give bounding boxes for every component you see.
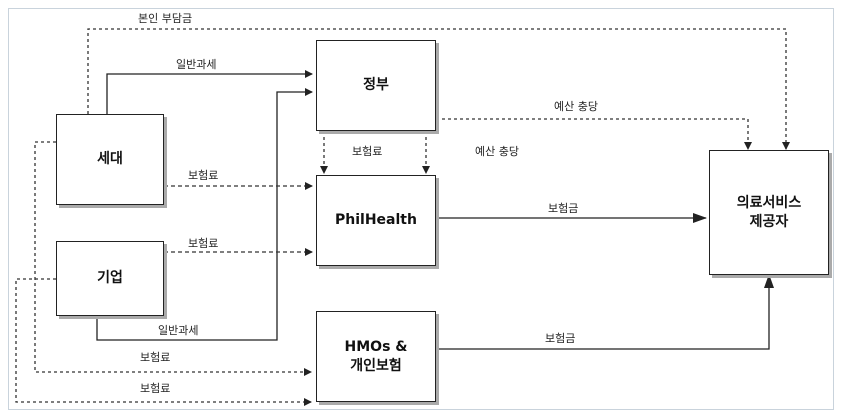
household-tax-label: 일반과세	[176, 58, 217, 71]
gov-premium-label: 보험료	[352, 145, 383, 158]
household-tax-arrow	[106, 70, 313, 114]
hmo-benefit-arrow	[436, 274, 774, 350]
hmo-benefit-label: 보험금	[545, 332, 576, 345]
budget-to-provider-arrow	[436, 118, 752, 150]
enterprise-to-hmo-label: 보험료	[140, 382, 171, 395]
budget-to-philhealth-label: 예산 충당	[475, 145, 519, 158]
enterprise-to-hmo-arrow	[15, 278, 312, 406]
household-to-hmo-label: 보험료	[140, 351, 171, 364]
philhealth-benefit-label: 보험금	[548, 202, 579, 215]
provider-node: 의료서비스 제공자	[709, 150, 829, 275]
budget-to-provider-label: 예산 충당	[554, 100, 598, 113]
enterprise-node: 기업	[56, 241, 164, 316]
household-premium-label: 보험료	[188, 169, 219, 182]
philhealth-node: PhilHealth	[316, 175, 436, 266]
hmos-node: HMOs & 개인보험	[316, 311, 436, 402]
enterprise-premium-label: 보험료	[188, 237, 219, 250]
household-node: 세대	[56, 114, 164, 205]
self-pay-arrow	[87, 28, 790, 150]
self-pay-label: 본인 부담금	[138, 12, 193, 25]
government-node: 정부	[316, 40, 436, 131]
enterprise-tax-arrow	[96, 88, 313, 341]
enterprise-tax-label: 일반과세	[158, 324, 199, 337]
